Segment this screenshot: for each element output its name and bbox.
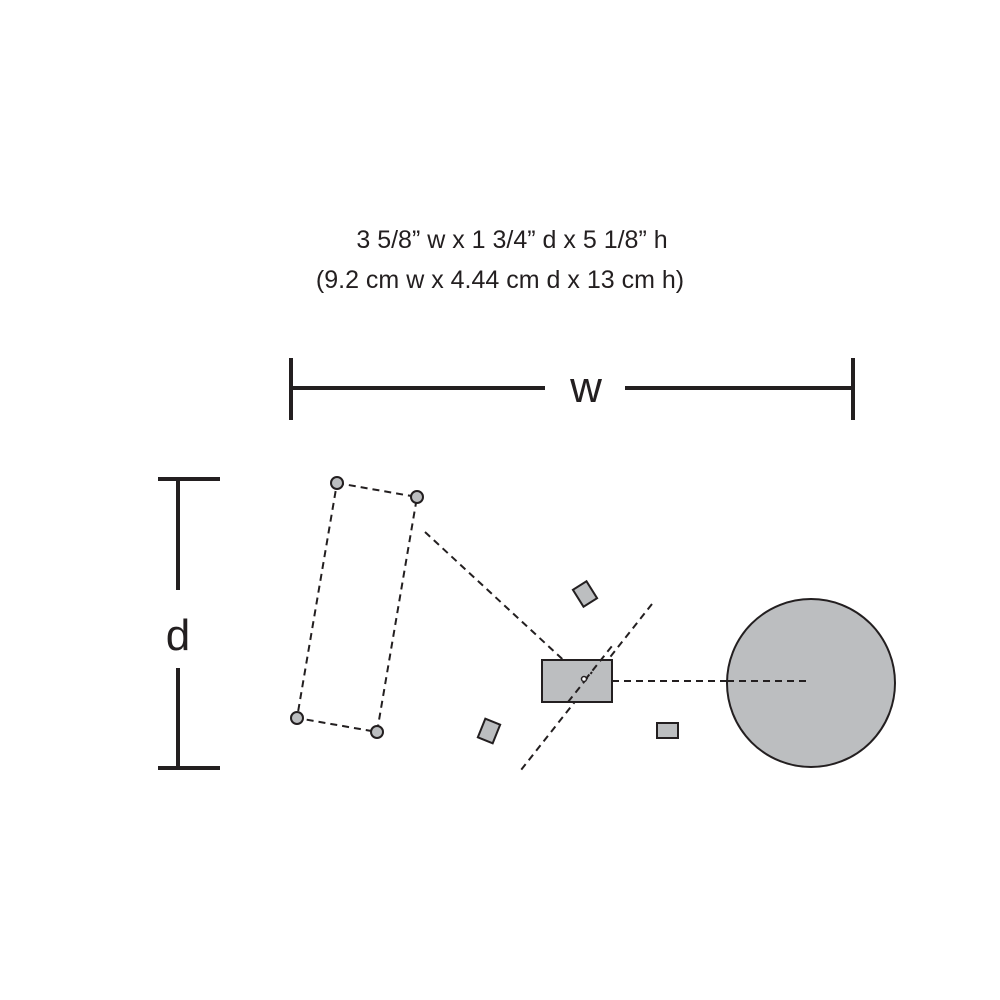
depth-label: d (166, 611, 190, 660)
width-dimension-bar (289, 358, 855, 420)
dimensions-metric: (9.2 cm w x 4.44 cm d x 13 cm h) (315, 266, 685, 294)
arm-guide-inner (567, 671, 593, 703)
depth-dimension-bar (158, 477, 220, 770)
pivot-point (580, 675, 588, 683)
lamp-shade (726, 598, 896, 768)
lamp-base-block (541, 659, 613, 703)
mounting-screws (290, 476, 424, 739)
width-label: w (569, 363, 602, 412)
small-parts (476, 579, 679, 745)
dimensions-imperial: 3 5/8” w x 1 3/4” d x 5 1/8” h (356, 226, 668, 254)
dashed-guides (295, 481, 653, 771)
arm-guide-upper (584, 645, 613, 681)
